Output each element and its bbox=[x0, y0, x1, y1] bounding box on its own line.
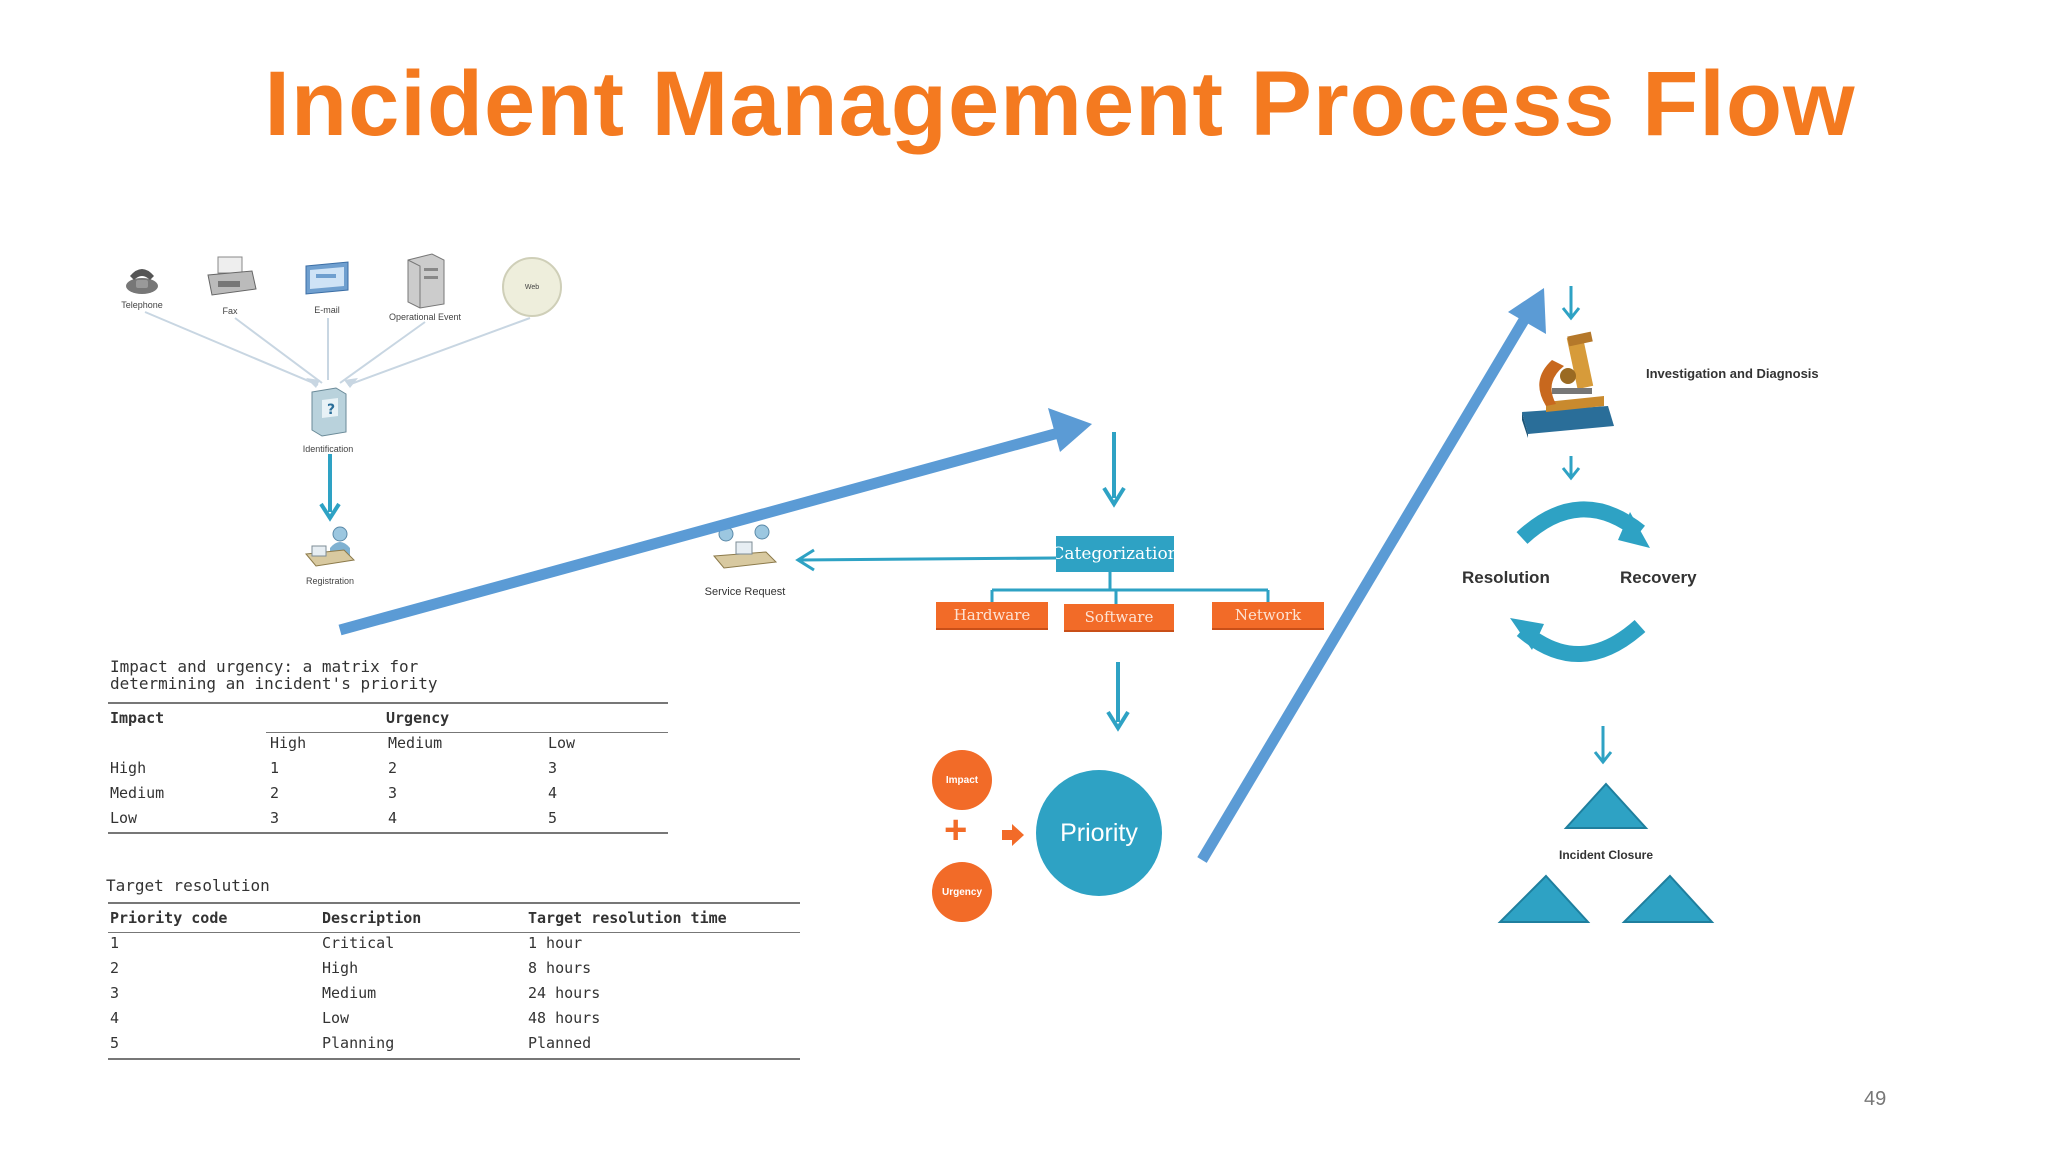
matrix-caption-line2: determining an incident's priority bbox=[110, 674, 438, 693]
flow-arrow-to-investigation bbox=[1197, 317, 1529, 863]
down-arrow-to-categorization bbox=[1102, 432, 1126, 508]
fax-icon bbox=[204, 255, 258, 301]
incident-closure-label: Incident Closure bbox=[1558, 848, 1653, 862]
telephone-icon bbox=[122, 258, 162, 298]
matrix-urgency-medium: Medium bbox=[388, 734, 443, 752]
identification-label: Identification bbox=[302, 444, 354, 454]
category-network: Network bbox=[1212, 602, 1324, 630]
web-globe-icon: Web bbox=[502, 257, 562, 317]
down-arrow-to-priority bbox=[1106, 662, 1130, 732]
down-arrow-to-resolution bbox=[1561, 456, 1581, 481]
channel-label-web: Web bbox=[524, 283, 540, 291]
server-icon bbox=[402, 250, 448, 310]
resolution-cell: High bbox=[322, 959, 359, 977]
matrix-cell: 3 bbox=[270, 809, 280, 827]
matrix-urgency-low: Low bbox=[548, 734, 576, 752]
plus-symbol: + bbox=[944, 808, 968, 852]
matrix-header-impact: Impact bbox=[110, 709, 165, 727]
identification-to-registration-arrow bbox=[319, 454, 341, 522]
resolution-bottom-rule bbox=[108, 1058, 800, 1060]
matrix-row-impact: Low bbox=[110, 809, 138, 827]
down-arrow-to-closure bbox=[1593, 726, 1613, 765]
flow-arrow-to-categorization bbox=[338, 426, 1064, 636]
slide-title: Incident Management Process Flow bbox=[264, 53, 1856, 155]
matrix-cell: 1 bbox=[270, 759, 280, 777]
channel-label-telephone: Telephone bbox=[121, 300, 163, 310]
matrix-cell: 4 bbox=[548, 784, 558, 802]
matrix-row-impact: High bbox=[110, 759, 147, 777]
matrix-cell: 4 bbox=[388, 809, 398, 827]
matrix-cell: 2 bbox=[270, 784, 280, 802]
matrix-urgency-high: High bbox=[270, 734, 307, 752]
microscope-icon bbox=[1512, 330, 1624, 440]
matrix-cell: 3 bbox=[388, 784, 398, 802]
matrix-row-impact: Medium bbox=[110, 784, 165, 802]
category-software: Software bbox=[1064, 604, 1174, 632]
resolution-cell: 3 bbox=[110, 984, 120, 1002]
resolution-cell: Planning bbox=[322, 1034, 395, 1052]
resolution-cell: 4 bbox=[110, 1009, 120, 1027]
investigation-label: Investigation and Diagnosis bbox=[1646, 366, 1819, 381]
urgency-circle: Urgency bbox=[932, 862, 992, 922]
resolution-table-caption: Target resolution bbox=[106, 876, 270, 895]
priority-circle: Priority bbox=[1036, 770, 1162, 896]
down-arrow-to-investigation bbox=[1561, 286, 1581, 321]
closure-triangles-icon bbox=[1497, 782, 1715, 923]
resolution-cell: 1 bbox=[110, 934, 120, 952]
identification-icon: ? bbox=[308, 384, 350, 438]
resolution-cell: Critical bbox=[322, 934, 395, 952]
impact-circle: Impact bbox=[932, 750, 992, 810]
matrix-sub-rule bbox=[266, 732, 668, 733]
registration-label: Registration bbox=[305, 576, 355, 586]
resolution-cell: Planned bbox=[528, 1034, 592, 1052]
flow-arrowhead-1 bbox=[1048, 408, 1092, 452]
service-request-label: Service Request bbox=[704, 586, 786, 598]
category-hardware: Hardware bbox=[936, 602, 1048, 630]
matrix-bottom-rule bbox=[108, 832, 668, 834]
matrix-cell: 5 bbox=[548, 809, 558, 827]
matrix-caption-line1: Impact and urgency: a matrix for bbox=[110, 657, 419, 676]
resolution-top-rule bbox=[108, 902, 800, 904]
recovery-label: Recovery bbox=[1620, 568, 1697, 587]
resolution-header: Priority code bbox=[110, 909, 228, 927]
resolution-header: Target resolution time bbox=[528, 909, 727, 927]
resolution-header: Description bbox=[322, 909, 422, 927]
page-number: 49 bbox=[1864, 1088, 1887, 1110]
channel-label-operational-event: Operational Event bbox=[388, 312, 462, 322]
service-request-icon bbox=[712, 522, 778, 576]
matrix-top-rule bbox=[108, 702, 668, 704]
resolution-cell: 48 hours bbox=[528, 1009, 601, 1027]
categorization-box: Categorization bbox=[1051, 536, 1179, 572]
channel-label-email: E-mail bbox=[314, 305, 340, 315]
email-icon bbox=[302, 258, 352, 298]
registration-icon bbox=[304, 524, 356, 572]
channel-label-fax: Fax bbox=[222, 306, 238, 316]
resolution-cell: 1 hour bbox=[528, 934, 583, 952]
resolution-cell: 8 hours bbox=[528, 959, 592, 977]
resolution-cell: Low bbox=[322, 1009, 350, 1027]
plus-to-priority-arrow bbox=[1002, 824, 1024, 846]
resolution-cell: 24 hours bbox=[528, 984, 601, 1002]
resolution-cell: Medium bbox=[322, 984, 377, 1002]
matrix-cell: 3 bbox=[548, 759, 558, 777]
resolution-label: Resolution bbox=[1462, 568, 1550, 587]
resolution-cell: 5 bbox=[110, 1034, 120, 1052]
matrix-cell: 2 bbox=[388, 759, 398, 777]
resolution-cell: 2 bbox=[110, 959, 120, 977]
flow-arrowhead-2 bbox=[1508, 288, 1546, 334]
svg-text:?: ? bbox=[327, 402, 335, 418]
cycle-arrows-icon bbox=[1510, 501, 1650, 662]
matrix-header-urgency: Urgency bbox=[386, 709, 450, 727]
resolution-header-rule bbox=[108, 932, 800, 933]
